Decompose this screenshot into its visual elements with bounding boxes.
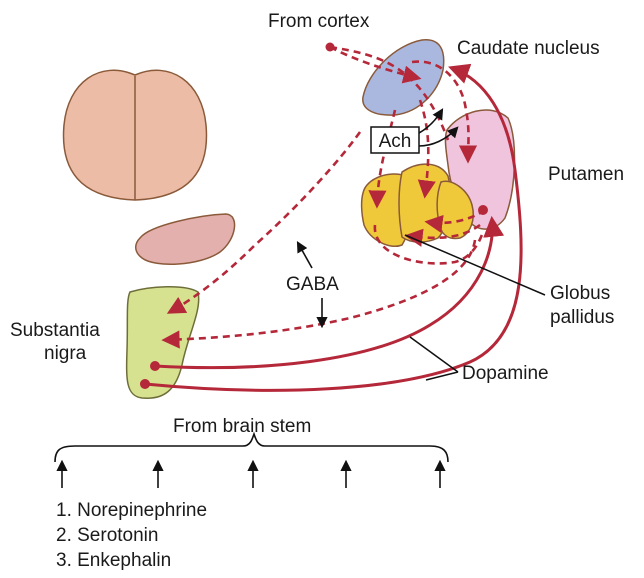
list-item-enkephalin: 3. Enkephalin <box>56 550 171 571</box>
label-pallidus: pallidus <box>550 307 614 328</box>
ach-box <box>370 126 420 154</box>
ach-arrows <box>418 108 459 147</box>
putamen-origin-dot <box>478 205 488 215</box>
cortex-input-dot <box>325 42 335 52</box>
globus-pallidus-leader <box>404 234 546 296</box>
midbrain-shape <box>135 213 236 265</box>
brain-stem-brace <box>54 431 449 463</box>
gaba-arrows <box>296 241 328 329</box>
label-substantia: Substantia <box>10 320 100 341</box>
dopamine-leaders <box>409 336 459 381</box>
dopamine-pathways <box>144 63 523 392</box>
label-caudate-nucleus: Caudate nucleus <box>457 38 600 59</box>
list-item-norepinephrine: 1. Norepinephrine <box>56 500 207 521</box>
label-putamen: Putamen <box>548 164 624 185</box>
label-nigra: nigra <box>44 343 87 364</box>
label-dopamine: Dopamine <box>462 363 549 384</box>
ach-label: Ach <box>379 131 412 152</box>
dopamine-origin-dot-1 <box>150 361 160 371</box>
substantia-nigra-shape <box>125 285 200 399</box>
label-from-cortex: From cortex <box>268 11 370 32</box>
cerebrum-shape <box>62 69 208 201</box>
list-item-serotonin: 2. Serotonin <box>56 525 158 546</box>
brain-stem-arrows <box>56 459 446 488</box>
label-globus: Globus <box>550 283 610 304</box>
label-from-brain-stem: From brain stem <box>173 416 311 437</box>
dopamine-origin-dot-2 <box>140 379 150 389</box>
label-gaba: GABA <box>286 274 339 295</box>
